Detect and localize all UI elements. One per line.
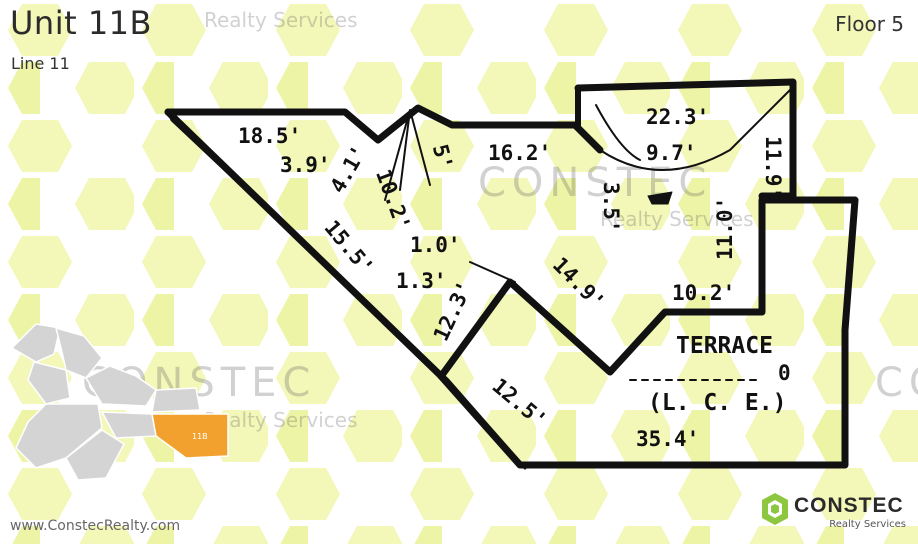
dim-22-3: 22.3' <box>646 105 709 129</box>
dim-35-4: 35.4' <box>636 427 699 451</box>
logo-tagline: Realty Services <box>829 519 906 530</box>
website-link[interactable]: www.ConstecRealty.com <box>10 518 181 534</box>
dim-1-0: 1.0' <box>410 233 461 257</box>
dim-10-2-a: 10.2' <box>371 166 415 234</box>
constec-hex-mark-icon <box>762 493 788 525</box>
dim-3-9: 3.9' <box>280 153 331 177</box>
unit-title: Unit 11B <box>10 4 152 42</box>
dim-11-9: 11.9' <box>761 136 785 199</box>
dim-3-5: 3.5' <box>599 182 623 233</box>
line-label: Line 11 <box>11 54 70 73</box>
dim-9-7: 9.7' <box>646 141 697 165</box>
terrace-note: (L. C. E.) <box>648 390 786 416</box>
terrace-label: TERRACE <box>676 333 773 359</box>
building-key-plan: 11B <box>10 323 229 481</box>
constec-logo: CONSTEC Realty Services <box>760 490 910 534</box>
dim-18-5: 18.5' <box>238 124 301 148</box>
key-plan-unit-highlight <box>151 413 229 459</box>
dim-10-2-b: 10.2' <box>672 281 735 305</box>
dim-1-3: 1.3' <box>396 269 447 293</box>
logo-name: CONSTEC <box>794 494 904 517</box>
watermark-brand-right: CONSTEC <box>875 360 918 406</box>
floor-label: Floor 5 <box>835 12 904 36</box>
watermark-tagline-left: Realty Services <box>204 408 358 432</box>
dim-5: 5' <box>428 142 458 173</box>
dim-4-1: 4.1' <box>325 141 371 197</box>
dim-16-2: 16.2' <box>488 141 551 165</box>
watermark-tagline-center: Realty Services <box>600 207 754 231</box>
dim-12-5: 12.5' <box>487 374 551 433</box>
dim-14-9: 14.9' <box>548 253 610 315</box>
key-plan-unit-label: 11B <box>192 432 208 441</box>
terrace-marker: 0 <box>778 361 791 385</box>
floor-plan-walls <box>164 78 859 470</box>
dim-11-0: 11.0' <box>713 197 737 260</box>
watermark-tagline-top: Realty Services <box>204 8 358 32</box>
